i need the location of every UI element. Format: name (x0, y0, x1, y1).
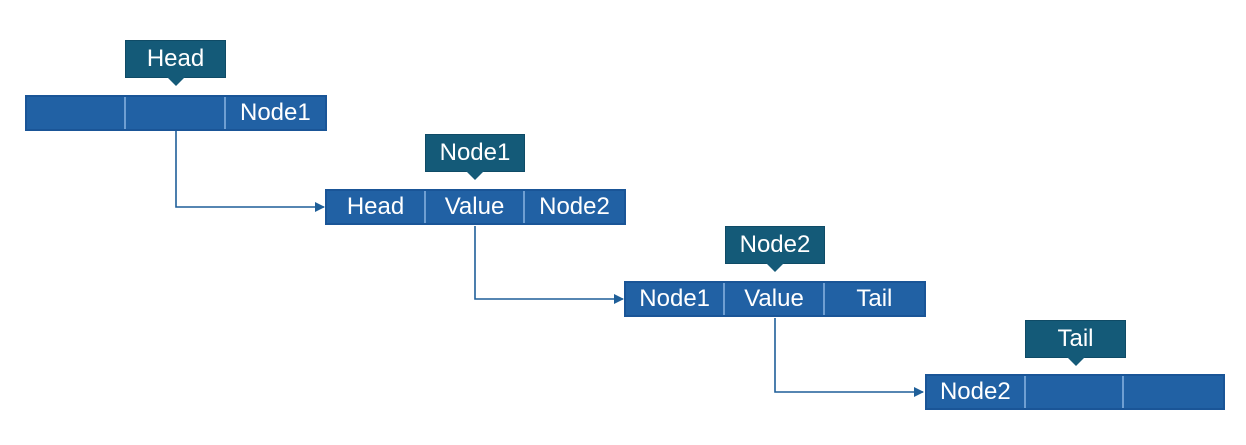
node-label-text: Head (146, 45, 205, 72)
node-label-text: Node2 (739, 231, 811, 258)
value-cell: Value (426, 191, 525, 223)
prev-pointer-cell: Node1 (626, 283, 726, 315)
value-cell (1026, 376, 1125, 408)
prev-pointer-cell (27, 97, 127, 129)
next-pointer-cell: Node1 (239, 99, 311, 126)
node-label-text: Node1 (439, 139, 511, 166)
prev-pointer-cell: Node2 (927, 376, 1026, 408)
node-label-head: Head (125, 40, 226, 86)
node-box-tail: Node2 (925, 374, 1225, 410)
link-arrow-node2-to-tail (774, 318, 924, 397)
node-label-text: Tail (1057, 325, 1094, 352)
label-pointer (166, 77, 185, 86)
node-box-node2: Node1 Value Tail (624, 281, 926, 317)
prev-pointer-cell: Head (327, 191, 426, 223)
node-box-node1: Head Value Node2 (325, 189, 626, 225)
link-arrow-node1-to-node2 (474, 226, 624, 304)
value-cell: Value (725, 283, 825, 315)
label-pointer (466, 171, 484, 180)
node-label-node1: Node1 (425, 134, 525, 180)
next-pointer-cell: Tail (856, 285, 893, 312)
label-pointer (1066, 357, 1085, 366)
next-pointer-cell: Node2 (539, 193, 610, 220)
next-pointer-cell (1124, 376, 1223, 408)
link-arrow-head-to-node1 (175, 131, 325, 212)
node-box-head: Node1 (25, 95, 327, 131)
value-cell (126, 97, 226, 129)
node-label-tail: Tail (1025, 320, 1126, 366)
node-label-node2: Node2 (725, 226, 825, 272)
label-pointer (766, 263, 784, 272)
